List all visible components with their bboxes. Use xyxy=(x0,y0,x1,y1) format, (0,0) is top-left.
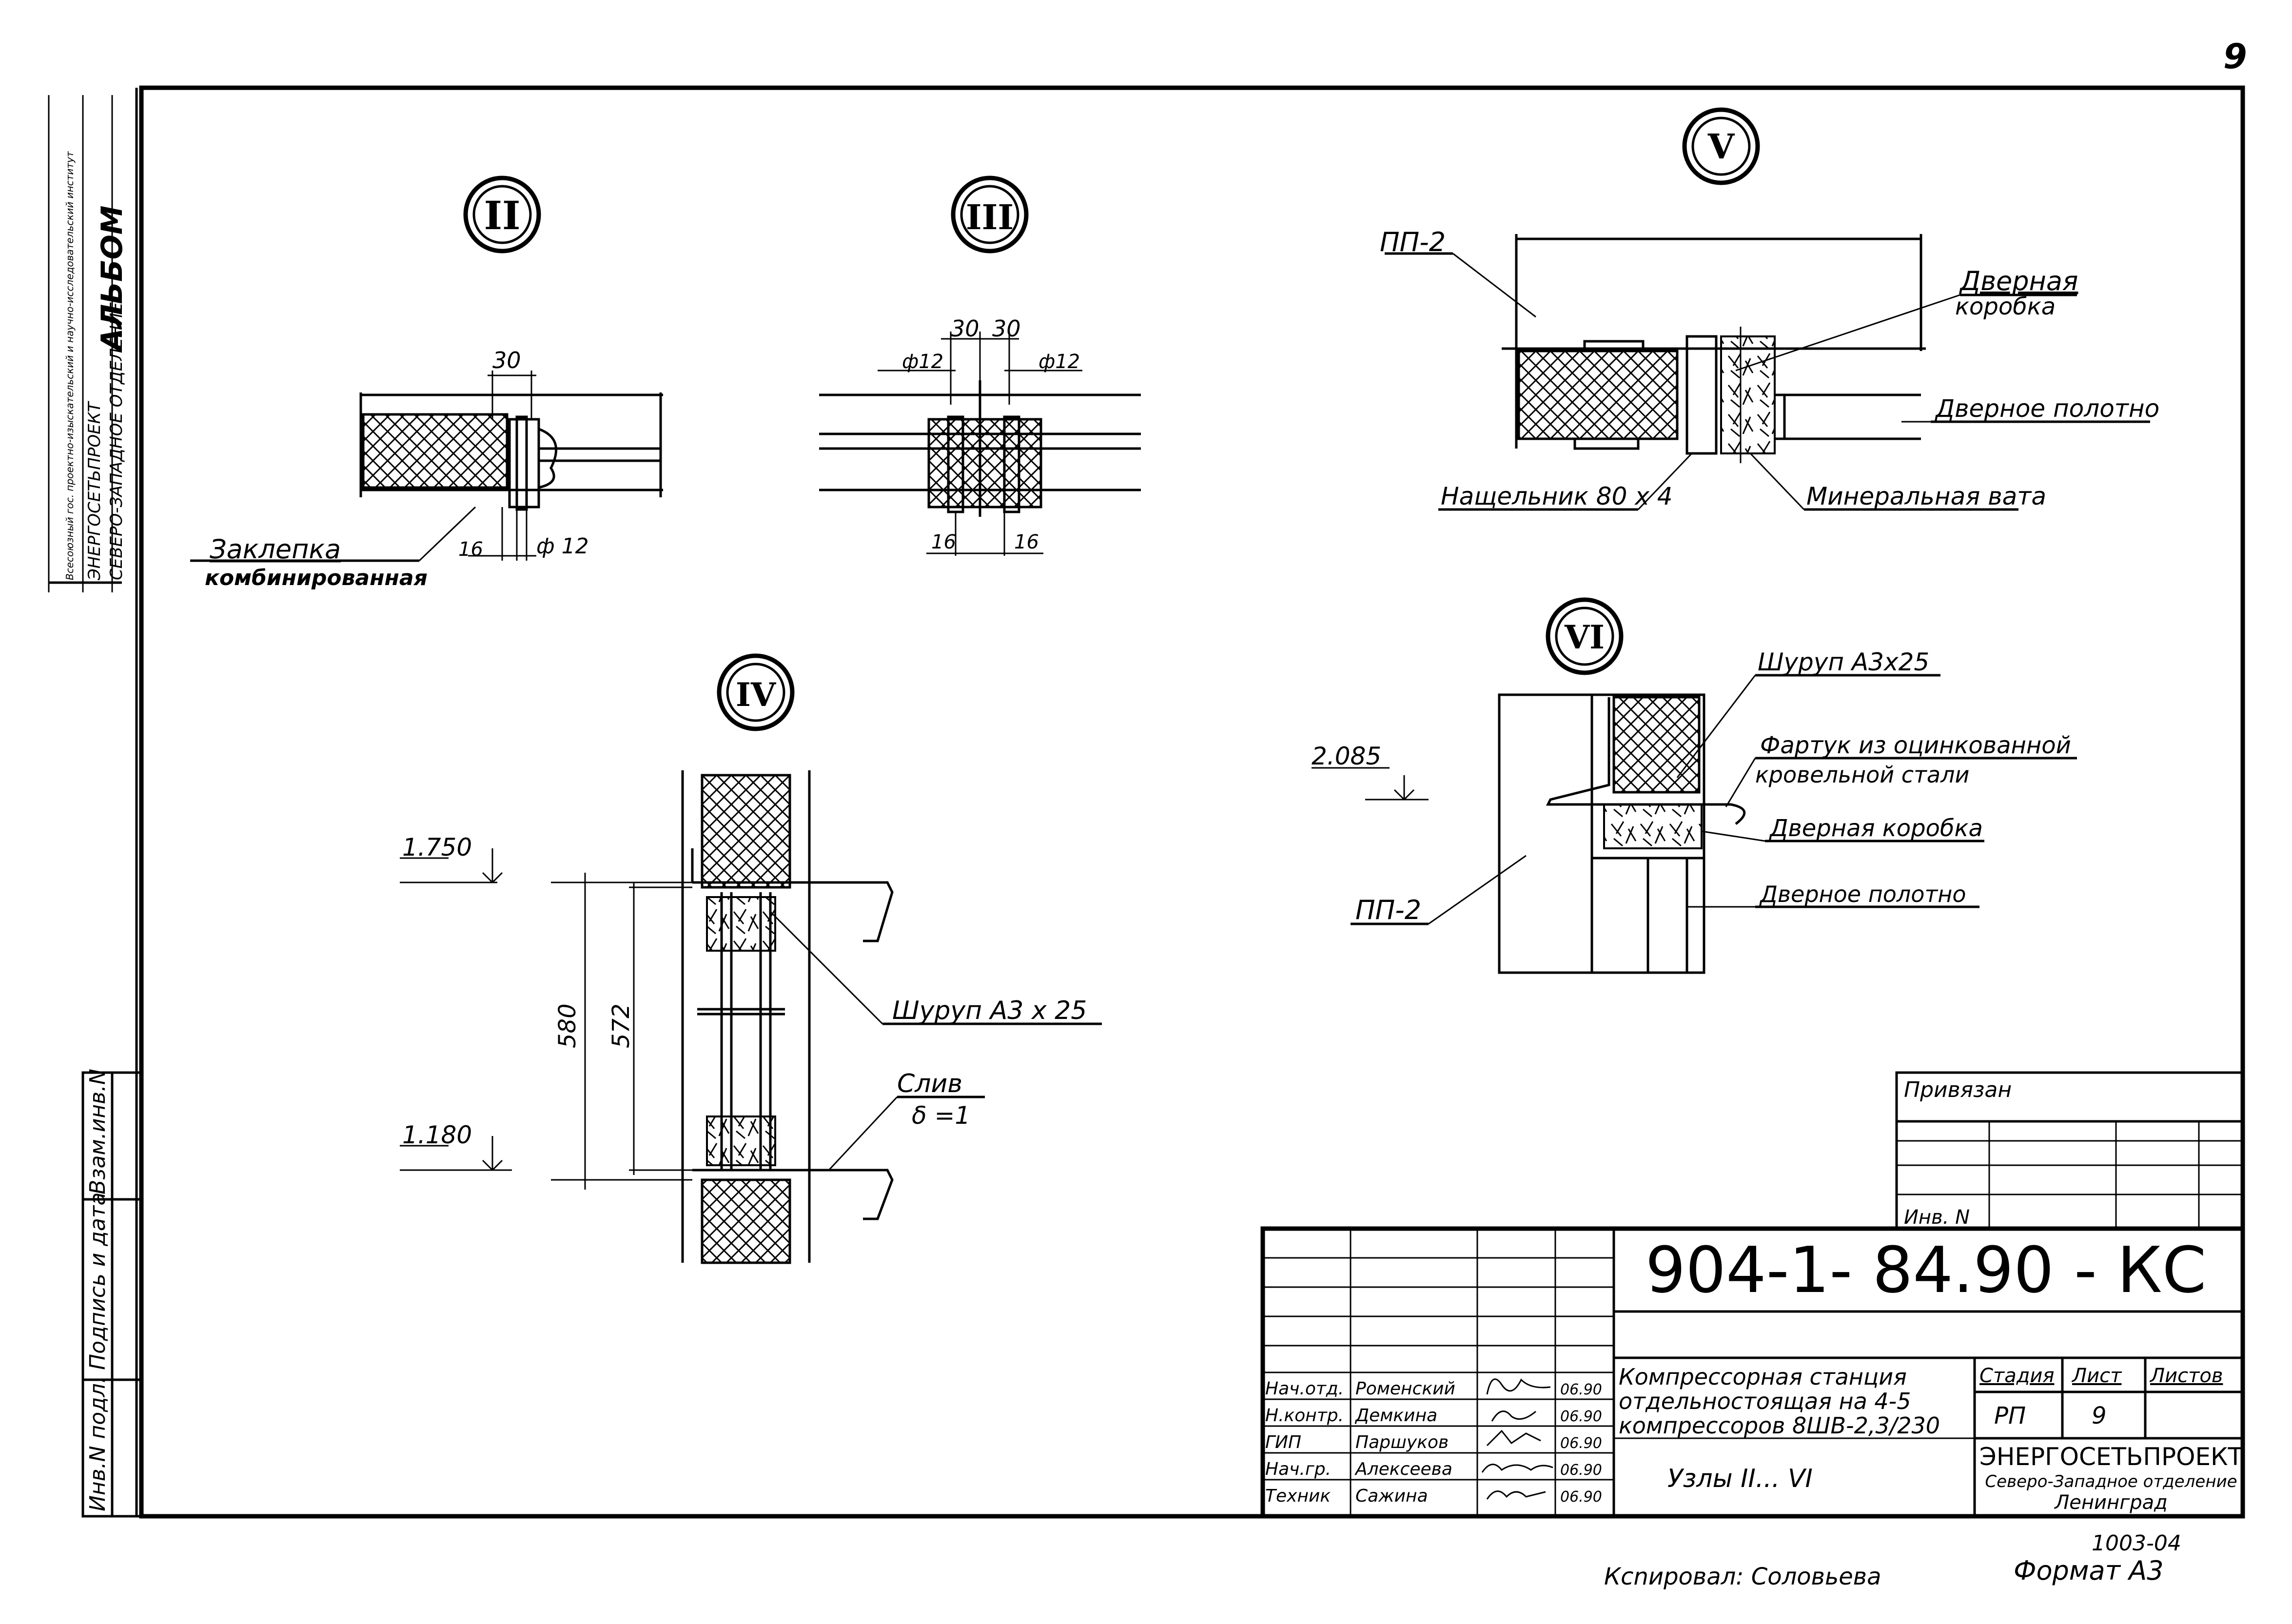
sig-role-3: Нач.гр. xyxy=(1265,1459,1331,1479)
title-line-2: отдельностоящая на 4-5 xyxy=(1619,1388,1911,1414)
sig-role-2: ГИП xyxy=(1265,1432,1301,1452)
sig-name-2: Паршуков xyxy=(1355,1432,1449,1452)
node-iv: IV 1.750 1.180 580 572 xyxy=(400,653,1102,1264)
signature-mark-1 xyxy=(1491,1410,1536,1422)
stage-header: Стадия xyxy=(1979,1365,2054,1387)
sheet-name: Узлы II... VI xyxy=(1667,1464,1813,1493)
node-iv-level-bot: 1.180 xyxy=(402,1121,472,1149)
org-line-1: ЭНЕРГОСЕТЬПРОЕКТ xyxy=(1979,1443,2243,1471)
node-ii-note-1: Заклепка xyxy=(210,534,341,565)
node-iii-dim-30b: 30 xyxy=(992,315,1021,342)
node-iv-dim-572: 572 xyxy=(607,1003,635,1048)
node-v-door-box-2: коробка xyxy=(1955,293,2056,320)
side-col-replace: Взам.инв.N xyxy=(85,1069,110,1194)
sig-date-2: 06.90 xyxy=(1560,1435,1602,1452)
node-iii-phi-left: ф12 xyxy=(902,351,943,373)
side-org-text-2: СЕВЕРО-ЗАПАДНОЕ ОТДЕЛЕНИЕ xyxy=(107,302,126,580)
sig-role-0: Нач.отд. xyxy=(1265,1379,1344,1399)
node-v-mineral: Минеральная вата xyxy=(1806,482,2046,510)
signature-mark-4 xyxy=(1486,1490,1546,1500)
copied-by: Ксnировал: Соловьева xyxy=(1604,1563,1881,1590)
node-ii: II 30 16 ф 12 Заклепка комбинированная xyxy=(190,176,663,590)
order-number: 1003-04 xyxy=(2092,1531,2181,1556)
stage-value: РП xyxy=(1994,1402,2026,1429)
node-v: V ПП-2 Дверная коробка Дверное полотно Н… xyxy=(1380,107,2159,511)
node-v-label: V xyxy=(1707,126,1735,167)
node-iii-dim-30a: 30 xyxy=(951,315,979,342)
title-line-3: компрессоров 8ШВ-2,3/230 xyxy=(1619,1412,1940,1439)
node-vi: VI 2.085 Шуруп А3х25 Фартук из оцинкован… xyxy=(1312,597,2077,974)
signature-mark-0 xyxy=(1486,1378,1551,1395)
node-ii-dim-phi: ф 12 xyxy=(536,534,589,559)
sig-role-1: Н.контр. xyxy=(1265,1406,1344,1426)
node-vi-apron-1: Фартук из оцинкованной xyxy=(1760,732,2071,759)
node-iii-dim-16a: 16 xyxy=(931,531,956,553)
sig-date-4: 06.90 xyxy=(1560,1488,1602,1506)
designation: 904-1- 84.90 - КС xyxy=(1646,1233,2207,1307)
node-iv-screw: Шуруп А3 х 25 xyxy=(892,996,1087,1025)
sig-date-1: 06.90 xyxy=(1560,1408,1602,1425)
sig-name-3: Алексеева xyxy=(1354,1459,1452,1479)
node-vi-apron-2: кровельной стали xyxy=(1755,762,1969,788)
node-vi-level: 2.085 xyxy=(1312,742,1381,770)
node-iv-delta: δ =1 xyxy=(912,1101,970,1130)
signature-mark-3 xyxy=(1481,1464,1553,1473)
node-iv-dim-580: 580 xyxy=(554,1003,581,1048)
node-vi-door-box: Дверная коробка xyxy=(1769,815,1983,842)
sheet-value: 9 xyxy=(2092,1402,2107,1429)
sig-name-0: Роменский xyxy=(1355,1379,1455,1399)
node-v-pp2: ПП-2 xyxy=(1380,227,1446,257)
sig-date-3: 06.90 xyxy=(1560,1462,1602,1479)
title-block: Привязан Инв. N Нач.отд. Роменский 06.90… xyxy=(1260,1071,2245,1519)
node-ii-dim-16: 16 xyxy=(458,538,483,561)
node-iii-label: III xyxy=(966,197,1014,237)
node-vi-label: VI xyxy=(1564,618,1605,656)
inv-no-label: Инв. N xyxy=(1904,1206,1970,1229)
node-vi-screw: Шуруп А3х25 xyxy=(1758,648,1929,676)
side-col-sign: Подпись и дата xyxy=(85,1193,110,1370)
side-stamp: Всесоюзный гос. проектно-изыскательский … xyxy=(48,95,143,1518)
sheet-header: Лист xyxy=(2071,1365,2122,1387)
node-iii-phi-right: ф12 xyxy=(1038,351,1080,373)
sheet-frame xyxy=(139,85,2245,1519)
sig-date-0: 06.90 xyxy=(1560,1381,1602,1398)
side-col-inv: Инв.N подл. xyxy=(85,1376,110,1511)
node-v-door-box-1: Дверная xyxy=(1959,266,2078,296)
sig-role-4: Техник xyxy=(1265,1486,1331,1506)
title-line-1: Компрессорная станция xyxy=(1619,1364,1907,1390)
org-line-2: Северо-Западное отделение xyxy=(1985,1472,2237,1491)
node-iii-dim-16b: 16 xyxy=(1014,531,1039,553)
node-ii-dim-30: 30 xyxy=(492,347,521,373)
node-iv-sliv: Слив xyxy=(897,1069,962,1098)
node-iv-label: IV xyxy=(736,676,777,714)
format-label: Формат А3 xyxy=(2014,1555,2164,1586)
sig-name-1: Демкина xyxy=(1354,1406,1437,1426)
side-org-text: ЭНЕРГОСЕТЬПРОЕКТ xyxy=(85,401,104,581)
side-small-text: Всесоюзный гос. проектно-изыскательский … xyxy=(64,151,76,580)
org-line-3: Ленинград xyxy=(2054,1491,2168,1514)
page-number: 9 xyxy=(2223,37,2247,77)
node-v-casing: Нащельник 80 х 4 xyxy=(1441,482,1673,510)
node-ii-label: II xyxy=(484,193,521,238)
signature-mark-2 xyxy=(1486,1429,1541,1447)
node-v-door-leaf: Дверное полотно xyxy=(1935,394,2159,423)
node-ii-note-2: комбинированная xyxy=(205,566,428,590)
sheets-header: Листов xyxy=(2149,1365,2223,1387)
node-vi-pp2: ПП-2 xyxy=(1355,895,1421,925)
privyazan-label: Привязан xyxy=(1904,1077,2012,1102)
node-vi-door-leaf: Дверное полотно xyxy=(1759,881,1966,907)
node-iii: III 30 30 ф12 ф12 16 16 xyxy=(819,176,1141,556)
sig-name-4: Сажина xyxy=(1355,1486,1428,1506)
side-archive: АЛЬБОМ xyxy=(95,206,129,353)
node-iv-level-top: 1.750 xyxy=(402,833,472,861)
